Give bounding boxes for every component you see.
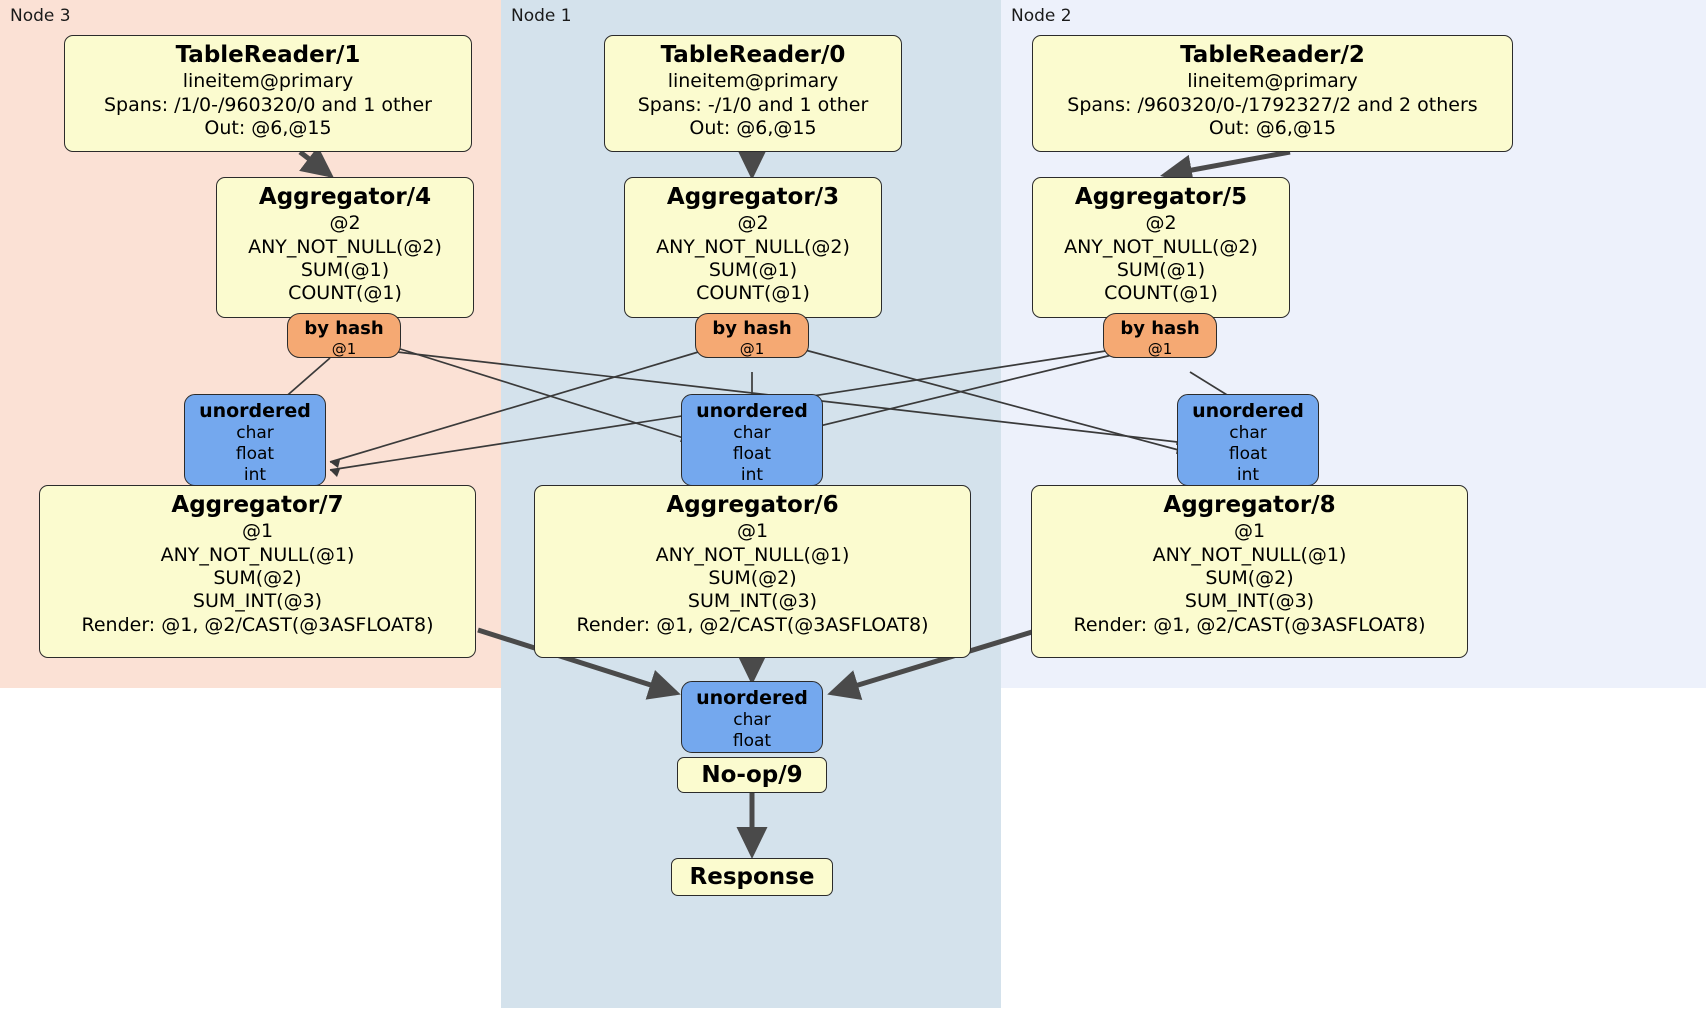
processor-title: Aggregator/3 xyxy=(666,184,840,210)
router-title: by hash xyxy=(1120,318,1200,339)
processor-aggregator-7[interactable]: Aggregator/7 @1 ANY_NOT_NULL(@1) SUM(@2)… xyxy=(39,485,476,658)
receiver-unordered-left[interactable]: unordered char float int xyxy=(184,394,326,486)
processor-detail-agg-1: ANY_NOT_NULL(@2) xyxy=(1064,235,1258,258)
processor-detail-render: Render: @1, @2/CAST(@3ASFLOAT8) xyxy=(576,613,929,636)
processor-detail-agg-2: SUM(@2) xyxy=(708,567,797,589)
router-detail-col: @1 xyxy=(1147,340,1173,359)
processor-detail-groupcol: @1 xyxy=(1233,520,1266,543)
processor-detail-agg-2: SUM(@1) xyxy=(300,259,390,281)
receiver-title: unordered xyxy=(1192,400,1304,422)
processor-table-reader-0[interactable]: TableReader/0 lineitem@primary Spans: -/… xyxy=(604,35,902,152)
receiver-unordered-center[interactable]: unordered char float int xyxy=(681,394,823,486)
router-by-hash-right[interactable]: by hash @1 xyxy=(1103,313,1217,358)
processor-detail-out: Out: @6,@15 xyxy=(1208,117,1337,139)
processor-detail-spans: Spans: /1/0-/960320/0 and 1 other xyxy=(104,93,432,116)
processor-detail-agg-2: SUM(@2) xyxy=(1205,567,1294,589)
processor-detail-agg-1: ANY_NOT_NULL(@1) xyxy=(655,543,850,566)
processor-detail-table: lineitem@primary xyxy=(1187,70,1358,93)
processor-title: TableReader/0 xyxy=(660,42,846,68)
receiver-unordered-right[interactable]: unordered char float int xyxy=(1177,394,1319,486)
router-by-hash-center[interactable]: by hash @1 xyxy=(695,313,809,358)
processor-detail-groupcol: @2 xyxy=(737,212,769,235)
router-by-hash-left[interactable]: by hash @1 xyxy=(287,313,401,358)
node-panel-label-node2: Node 2 xyxy=(1011,6,1072,26)
processor-title: Response xyxy=(689,863,815,890)
processor-detail-groupcol: @2 xyxy=(329,212,361,235)
processor-detail-spans: Spans: -/1/0 and 1 other xyxy=(637,93,869,116)
router-title: by hash xyxy=(712,318,792,339)
receiver-title: unordered xyxy=(199,400,311,422)
processor-detail-agg-3: SUM_INT(@3) xyxy=(1184,590,1315,613)
processor-detail-groupcol: @2 xyxy=(1145,212,1177,235)
processor-title: TableReader/1 xyxy=(175,42,361,68)
receiver-title: unordered xyxy=(696,687,808,709)
processor-detail-groupcol: @1 xyxy=(736,520,769,543)
processor-detail-agg-1: ANY_NOT_NULL(@2) xyxy=(656,235,850,258)
processor-aggregator-5[interactable]: Aggregator/5 @2 ANY_NOT_NULL(@2) SUM(@1)… xyxy=(1032,177,1290,318)
processor-detail-agg-3: COUNT(@1) xyxy=(288,282,402,305)
processor-detail-spans: Spans: /960320/0-/1792327/2 and 2 others xyxy=(1067,93,1478,116)
processor-title: No-op/9 xyxy=(701,761,803,788)
processor-detail-agg-2: SUM(@1) xyxy=(708,259,798,281)
processor-detail-groupcol: @1 xyxy=(241,520,274,543)
receiver-type-1: char xyxy=(733,710,771,731)
processor-detail-table: lineitem@primary xyxy=(182,70,354,93)
processor-detail-agg-3: COUNT(@1) xyxy=(1104,282,1218,305)
processor-noop-9[interactable]: No-op/9 xyxy=(677,757,827,793)
processor-detail-agg-1: ANY_NOT_NULL(@2) xyxy=(248,235,442,258)
receiver-title: unordered xyxy=(696,400,808,422)
processor-detail-out: Out: @6,@15 xyxy=(689,117,817,139)
processor-detail-out: Out: @6,@15 xyxy=(204,117,332,139)
processor-title: Aggregator/6 xyxy=(666,492,839,518)
receiver-type-2: float xyxy=(1228,444,1268,465)
processor-title: Aggregator/5 xyxy=(1074,184,1248,210)
processor-aggregator-4[interactable]: Aggregator/4 @2 ANY_NOT_NULL(@2) SUM(@1)… xyxy=(216,177,474,318)
router-title: by hash xyxy=(304,318,384,339)
processor-title: Aggregator/8 xyxy=(1163,492,1336,518)
processor-aggregator-6[interactable]: Aggregator/6 @1 ANY_NOT_NULL(@1) SUM(@2)… xyxy=(534,485,971,658)
processor-detail-agg-2: SUM(@2) xyxy=(213,567,302,589)
processor-title: Aggregator/7 xyxy=(171,492,344,518)
processor-table-reader-1[interactable]: TableReader/1 lineitem@primary Spans: /1… xyxy=(64,35,472,152)
receiver-type-2: float xyxy=(732,444,772,465)
processor-detail-agg-1: ANY_NOT_NULL(@1) xyxy=(160,543,355,566)
receiver-type-1: char xyxy=(1229,423,1267,444)
processor-detail-agg-3: SUM_INT(@3) xyxy=(192,590,323,613)
processor-detail-agg-1: ANY_NOT_NULL(@1) xyxy=(1152,543,1347,566)
processor-detail-agg-3: COUNT(@1) xyxy=(696,282,810,305)
router-detail-col: @1 xyxy=(331,340,357,359)
receiver-unordered-final[interactable]: unordered char float xyxy=(681,681,823,753)
receiver-type-3: int xyxy=(1236,465,1260,486)
processor-title: Aggregator/4 xyxy=(258,184,432,210)
receiver-type-2: float xyxy=(235,444,275,465)
processor-response[interactable]: Response xyxy=(671,858,833,896)
receiver-type-2: float xyxy=(732,731,772,752)
processor-aggregator-3[interactable]: Aggregator/3 @2 ANY_NOT_NULL(@2) SUM(@1)… xyxy=(624,177,882,318)
receiver-type-1: char xyxy=(733,423,771,444)
processor-detail-table: lineitem@primary xyxy=(667,70,839,93)
processor-detail-agg-2: SUM(@1) xyxy=(1116,259,1206,281)
processor-aggregator-8[interactable]: Aggregator/8 @1 ANY_NOT_NULL(@1) SUM(@2)… xyxy=(1031,485,1468,658)
processor-detail-render: Render: @1, @2/CAST(@3ASFLOAT8) xyxy=(1073,613,1426,636)
receiver-type-3: int xyxy=(243,465,267,486)
receiver-type-3: int xyxy=(740,465,764,486)
processor-detail-render: Render: @1, @2/CAST(@3ASFLOAT8) xyxy=(81,613,434,636)
receiver-type-1: char xyxy=(236,423,274,444)
router-detail-col: @1 xyxy=(739,340,765,359)
processor-detail-agg-3: SUM_INT(@3) xyxy=(687,590,818,613)
node-panel-label-node1: Node 1 xyxy=(511,6,572,26)
processor-title: TableReader/2 xyxy=(1180,42,1365,68)
node-panel-label-node3: Node 3 xyxy=(10,6,71,26)
processor-table-reader-2[interactable]: TableReader/2 lineitem@primary Spans: /9… xyxy=(1032,35,1513,152)
